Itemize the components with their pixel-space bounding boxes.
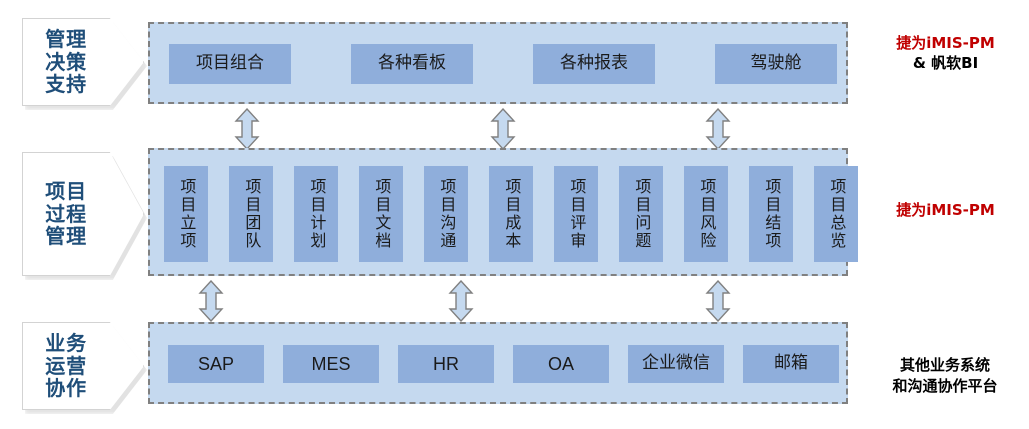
item-cockpit[interactable]: 驾驶舱 [715,44,837,84]
item-hr[interactable]: HR [398,345,494,383]
layer-label-project-process-management: 项目 过程 管理 [22,152,147,280]
item-project-portfolio[interactable]: 项目组合 [169,44,291,84]
side-note-black-text: 其他业务系统 和沟通协作平台 [892,356,998,395]
item-mes[interactable]: MES [283,345,379,383]
item-project-overview[interactable]: 项目总览 [814,166,858,262]
item-various-reports[interactable]: 各种报表 [533,44,655,84]
side-note-red-text: 捷为iMIS-PM [896,201,995,219]
band-business-operation-collaboration: SAP MES HR OA 企业微信 邮箱 [148,322,848,404]
item-project-issue[interactable]: 项目问题 [619,166,663,262]
band-management-decision-support: 项目组合 各种看板 各种报表 驾驶舱 [148,22,848,104]
item-project-cost[interactable]: 项目成本 [489,166,533,262]
item-project-document[interactable]: 项目文档 [359,166,403,262]
connector-bottom-2 [448,280,474,322]
connector-bottom-3 [705,280,731,322]
side-note-red-text: 捷为iMIS-PM [896,34,995,52]
item-email[interactable]: 邮箱 [743,345,839,383]
side-note-black-text: & 帆软BI [912,54,979,73]
chevron-shape: 项目 过程 管理 [22,152,144,276]
item-project-closure[interactable]: 项目结项 [749,166,793,262]
connector-bottom-1 [198,280,224,322]
layer-label-text: 项目 过程 管理 [45,179,88,249]
item-project-initiation[interactable]: 项目立项 [164,166,208,262]
layer-label-management-decision-support: 管理 决策 支持 [22,18,147,110]
layer-label-text: 管理 决策 支持 [45,27,88,97]
connector-top-1 [234,108,260,150]
item-various-kanban[interactable]: 各种看板 [351,44,473,84]
connector-top-3 [705,108,731,150]
item-sap[interactable]: SAP [168,345,264,383]
side-note-business-operation-collaboration: 其他业务系统 和沟通协作平台 [864,335,1026,416]
side-note-project-process-management: 捷为iMIS-PM [868,200,1023,220]
connector-top-2 [490,108,516,150]
item-project-communication[interactable]: 项目沟通 [424,166,468,262]
item-project-team[interactable]: 项目团队 [229,166,273,262]
item-oa[interactable]: OA [513,345,609,383]
item-project-risk[interactable]: 项目风险 [684,166,728,262]
layer-label-text: 业务 运营 协作 [45,331,88,401]
side-note-management-decision-support: 捷为iMIS-PM & 帆软BI [868,33,1023,74]
layer-label-business-operation-collaboration: 业务 运营 协作 [22,322,147,414]
band-project-process-management: 项目立项 项目团队 项目计划 项目文档 项目沟通 项目成本 项目评审 项目问题 … [148,148,858,276]
item-project-review[interactable]: 项目评审 [554,166,598,262]
item-project-plan[interactable]: 项目计划 [294,166,338,262]
item-wecom[interactable]: 企业微信 [628,345,724,383]
